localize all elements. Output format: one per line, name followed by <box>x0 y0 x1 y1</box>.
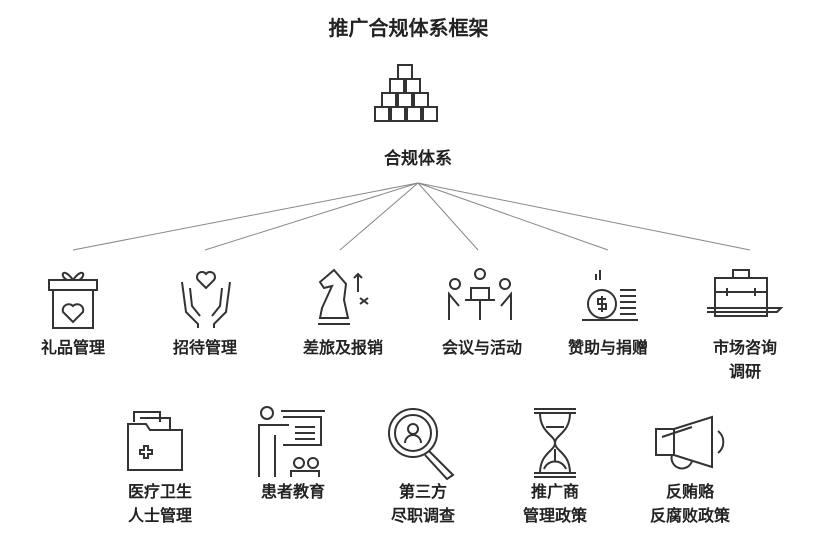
briefcase-icon <box>707 269 784 317</box>
item-label: 市场咨询 <box>712 338 777 357</box>
item-label: 患者教育 <box>260 482 325 501</box>
hourglass-icon <box>534 408 576 478</box>
meeting-icon <box>448 268 512 320</box>
item-label: 招待管理 <box>172 338 237 357</box>
coins-icon <box>582 270 638 321</box>
item-label: 第三方 <box>398 482 447 501</box>
item-label-line2: 反腐败政策 <box>649 506 730 525</box>
diagram-title: 推广合规体系框架 <box>328 16 489 40</box>
item-label: 差旅及报销 <box>302 338 383 357</box>
item-label: 会议与活动 <box>441 338 522 357</box>
presentation-icon <box>258 406 325 477</box>
item-label-line2: 管理政策 <box>522 506 587 525</box>
medical-folder-icon <box>127 411 183 471</box>
magnifier-person-icon <box>388 408 455 480</box>
item-label: 赞助与捐赠 <box>567 338 648 357</box>
center-label: 合规体系 <box>384 149 452 169</box>
item-label-line2: 尽职调查 <box>390 506 455 525</box>
item-label: 医疗卫生 <box>127 482 192 501</box>
cubes-icon <box>374 64 438 122</box>
chess-knight-icon <box>318 268 369 325</box>
hands-heart-icon <box>181 271 231 328</box>
gift-icon <box>48 271 98 329</box>
item-label-line2: 调研 <box>728 362 761 381</box>
megaphone-icon <box>655 415 725 470</box>
item-label: 推广商 <box>530 482 579 501</box>
item-label: 礼品管理 <box>40 338 105 357</box>
item-label: 反贿赂 <box>665 482 714 501</box>
item-label-line2: 人士管理 <box>127 506 192 525</box>
